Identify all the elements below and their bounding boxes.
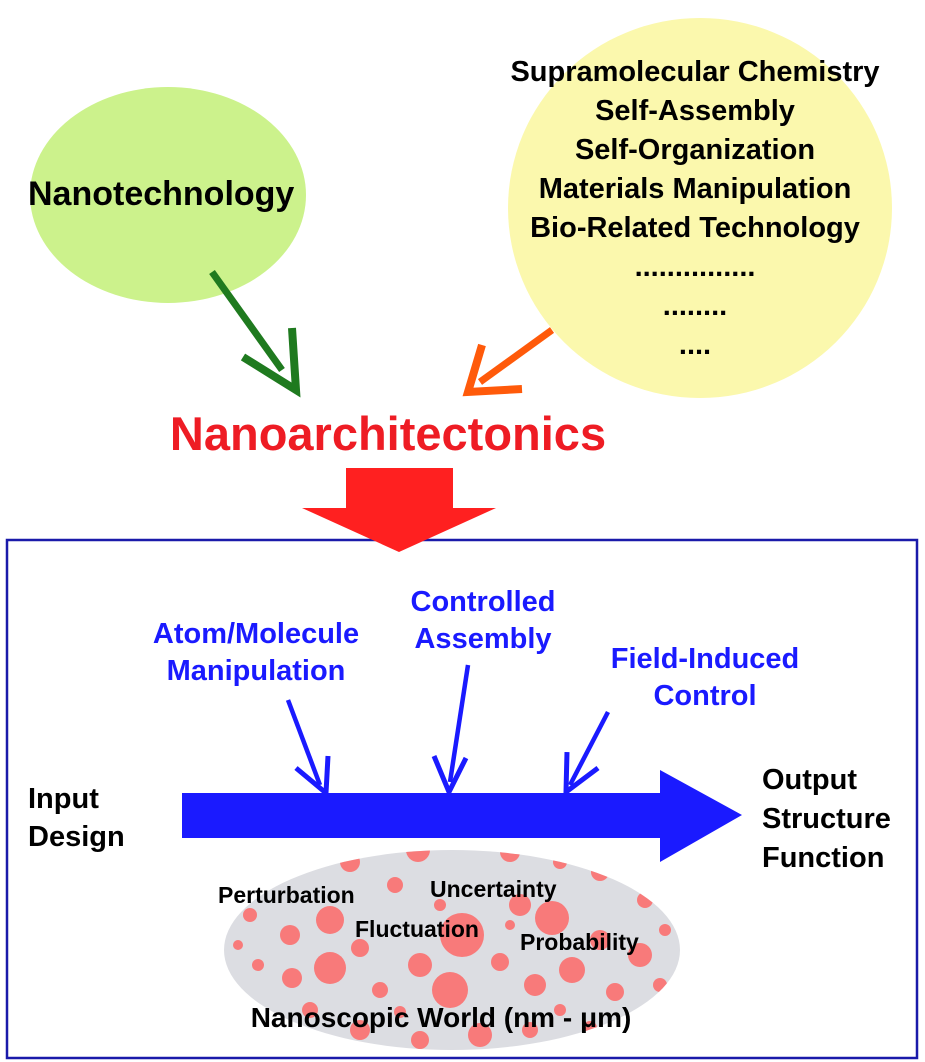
factor-probability: Probability: [520, 929, 639, 955]
source-item-3: Self-Organization: [574, 134, 816, 166]
input-line2: Design: [28, 821, 125, 853]
nanoarchitectonics-title: Nanoarchitectonics: [169, 407, 607, 460]
nanoscopic-caption: Nanoscopic World (nm - μm): [250, 1002, 632, 1033]
method-atom-line1: Atom/Molecule: [152, 618, 360, 650]
method-field-line2: Control: [653, 680, 757, 712]
main-flow-arrow: [182, 770, 742, 862]
factor-perturbation: Perturbation: [218, 882, 355, 908]
method-controlled-line2: Assembly: [414, 623, 552, 655]
output-line1: Output: [762, 764, 858, 796]
source-item-7: ........: [662, 290, 728, 322]
output-line2: Structure: [762, 803, 891, 835]
factor-fluctuation: Fluctuation: [355, 916, 479, 942]
orange-arrow: [462, 327, 555, 397]
output-line3: Function: [762, 842, 885, 874]
sources-circle: [508, 18, 892, 398]
method-controlled-line1: Controlled: [410, 586, 556, 618]
input-line1: Input: [28, 783, 99, 815]
source-item-2: Self-Assembly: [595, 95, 795, 127]
source-item-8: ....: [678, 329, 712, 361]
nano-particles: [233, 850, 671, 1049]
blue-arrow-atom: [285, 699, 331, 799]
method-field-line1: Field-Induced: [610, 643, 800, 675]
green-arrow: [209, 269, 301, 398]
red-down-arrow: [302, 468, 496, 552]
blue-arrow-controlled: [431, 664, 471, 799]
source-item-1: Supramolecular Chemistry: [510, 56, 880, 88]
blue-arrow-field: [563, 710, 610, 798]
nanotechnology-label: Nanotechnology: [28, 175, 295, 213]
process-frame: [5, 538, 919, 1060]
source-item-5: Bio-Related Technology: [530, 212, 860, 244]
nanotechnology-ellipse: [30, 87, 306, 303]
method-atom-line2: Manipulation: [166, 655, 346, 687]
source-item-6: ...............: [634, 251, 756, 283]
source-item-4: Materials Manipulation: [538, 173, 852, 205]
factor-uncertainty: Uncertainty: [430, 876, 557, 902]
